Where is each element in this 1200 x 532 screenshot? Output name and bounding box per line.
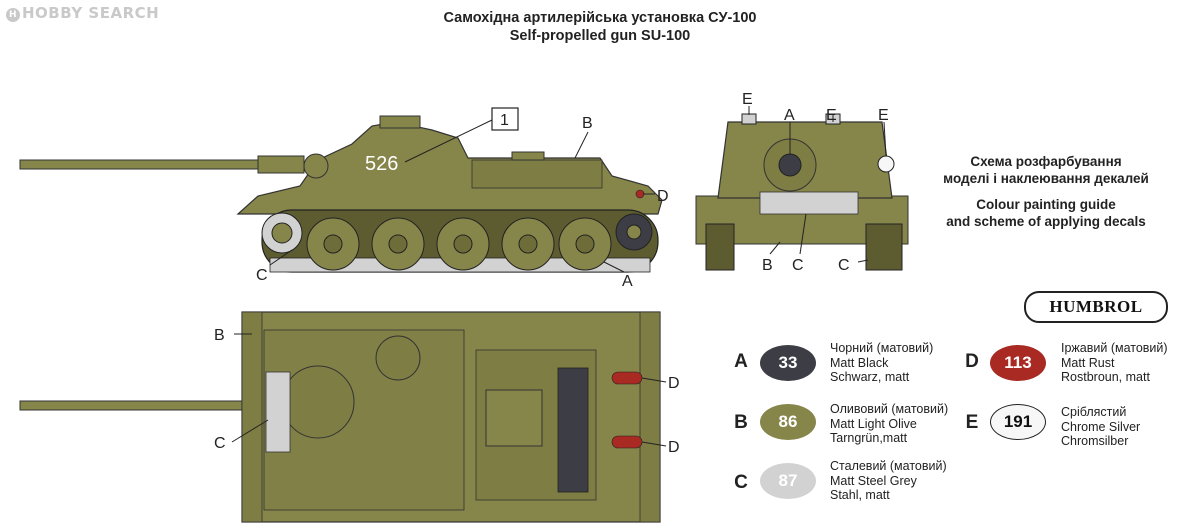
rear-callout-c1: C [792, 257, 804, 274]
paint-e-letter: E [965, 412, 979, 433]
paint-a-letter: A [734, 351, 748, 372]
top-callout-d2: D [668, 439, 680, 456]
rear-view: E A E E B C C [695, 91, 909, 274]
paint-a-swatch: 33 [760, 345, 816, 381]
side-callout-d: D [657, 188, 669, 205]
side-callout-a: A [622, 273, 633, 290]
side-road-wheels [261, 212, 653, 271]
side-callout-c: C [256, 267, 268, 284]
title-ukrainian: Самохідна артилерійська установка СУ-100 [443, 10, 757, 26]
side-decal-number: 526 [365, 153, 398, 175]
rear-callout-c2: C [838, 257, 850, 274]
paint-c-letter: C [734, 472, 748, 493]
rear-callout-e2: E [826, 107, 837, 124]
paint-d-description: Іржавий (матовий) Matt Rust Rostbroun, m… [1061, 341, 1168, 384]
title-english: Self-propelled gun SU-100 [509, 28, 691, 44]
rear-callout-a: A [784, 107, 795, 124]
paint-e-description: Сріблястий Chrome Silver Chromsilber [1061, 405, 1141, 448]
paint-d-letter: D [965, 351, 979, 372]
top-view: B C D D [19, 311, 680, 523]
side-callout-b: B [582, 115, 593, 132]
guide-text-english: Colour painting guide and scheme of appl… [946, 197, 1146, 229]
paint-b-description: Оливовий (матовий) Matt Light Olive Tarn… [830, 402, 949, 445]
paint-c-description: Сталевий (матовий) Matt Steel Grey Stahl… [830, 459, 947, 502]
paint-b-swatch: 86 [760, 404, 816, 440]
rear-callout-e3: E [878, 107, 889, 124]
top-callout-d1: D [668, 375, 680, 392]
paint-e-swatch: 191 [990, 404, 1046, 440]
top-callout-b: B [214, 327, 225, 344]
top-callout-c: C [214, 435, 226, 452]
decal-callout-1: 1 [500, 112, 509, 129]
rear-callout-e1: E [742, 91, 753, 108]
guide-text-ukrainian: Схема розфарбування моделі і наклеювання… [943, 154, 1149, 186]
paint-a-description: Чорний (матовий) Matt Black Schwarz, mat… [830, 341, 934, 384]
rear-callout-b: B [762, 257, 773, 274]
hobby-logo-icon: H [6, 8, 20, 22]
paint-b-letter: B [734, 412, 748, 433]
humbrol-logo: HUMBROL [1024, 291, 1168, 323]
side-view: 526 1 B D C A [19, 107, 669, 290]
paint-d-swatch: 113 [990, 345, 1046, 381]
paint-c-swatch: 87 [760, 463, 816, 499]
